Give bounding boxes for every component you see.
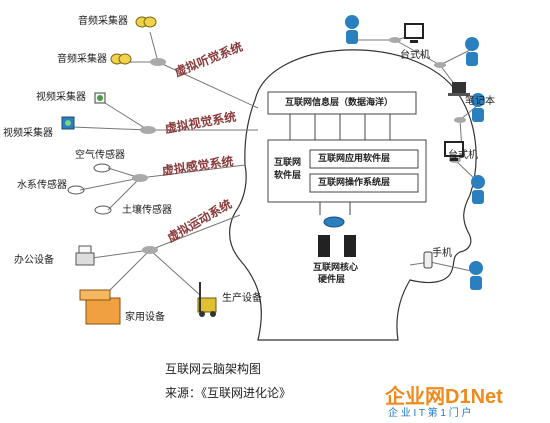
home-appliance-icon <box>79 289 121 325</box>
forklift-icon <box>197 282 217 317</box>
hub-nodes <box>132 37 466 254</box>
software-layer-label-2: 软件层 <box>274 171 302 181</box>
printer-icon <box>75 245 95 266</box>
desktop-label: 台式机 <box>400 50 430 61</box>
diagram-title: 互联网云脑架构图 <box>165 362 262 376</box>
laptop-icon <box>448 82 470 96</box>
core-hardware-label-1: 互联网核心 <box>313 263 359 273</box>
desktop-label: 台式机 <box>448 150 478 161</box>
home-equipment-label: 家用设备 <box>125 312 165 323</box>
sensor-nodes <box>67 163 112 215</box>
audio-collector-icon <box>110 16 157 65</box>
video-collector-icon <box>61 92 106 130</box>
air-sensor-label: 空气传感器 <box>75 150 125 161</box>
server-icon <box>318 216 356 257</box>
info-layer-label: 互联网信息层（数据海洋） <box>285 98 394 108</box>
watermark-tagline: 企 业 I T 第 1 门 户 <box>388 408 472 419</box>
video-collector-label: 视频采集器 <box>3 128 53 139</box>
office-equipment-label: 办公设备 <box>14 255 54 266</box>
diagram-source: 来源：《互联网进化论》 <box>165 386 292 400</box>
desktop-computer-icon <box>404 23 464 161</box>
video-collector-label: 视频采集器 <box>36 92 86 103</box>
water-sensor-label: 水系传感器 <box>17 180 67 191</box>
person-icon <box>345 15 485 290</box>
app-software-layer-label: 互联网应用软件层 <box>318 154 391 164</box>
production-equipment-label: 生产设备 <box>222 293 262 304</box>
layer-links <box>289 114 391 215</box>
software-layer-label-1: 互联网 <box>274 158 302 168</box>
watermark-logo: 企业网D1Net <box>385 386 503 408</box>
audio-collector-label: 音频采集器 <box>57 54 107 65</box>
audio-collector-label: 音频采集器 <box>78 16 128 27</box>
phone-label: 手机 <box>432 248 452 259</box>
head-outline <box>229 49 477 341</box>
os-software-layer-label: 互联网操作系统层 <box>318 178 391 188</box>
laptop-label: 笔记本 <box>465 96 495 107</box>
core-hardware-label-2: 硬件层 <box>318 275 346 285</box>
phone-icon <box>423 251 433 269</box>
soil-sensor-label: 土壤传感器 <box>122 205 172 216</box>
layer-boxes <box>267 91 427 203</box>
